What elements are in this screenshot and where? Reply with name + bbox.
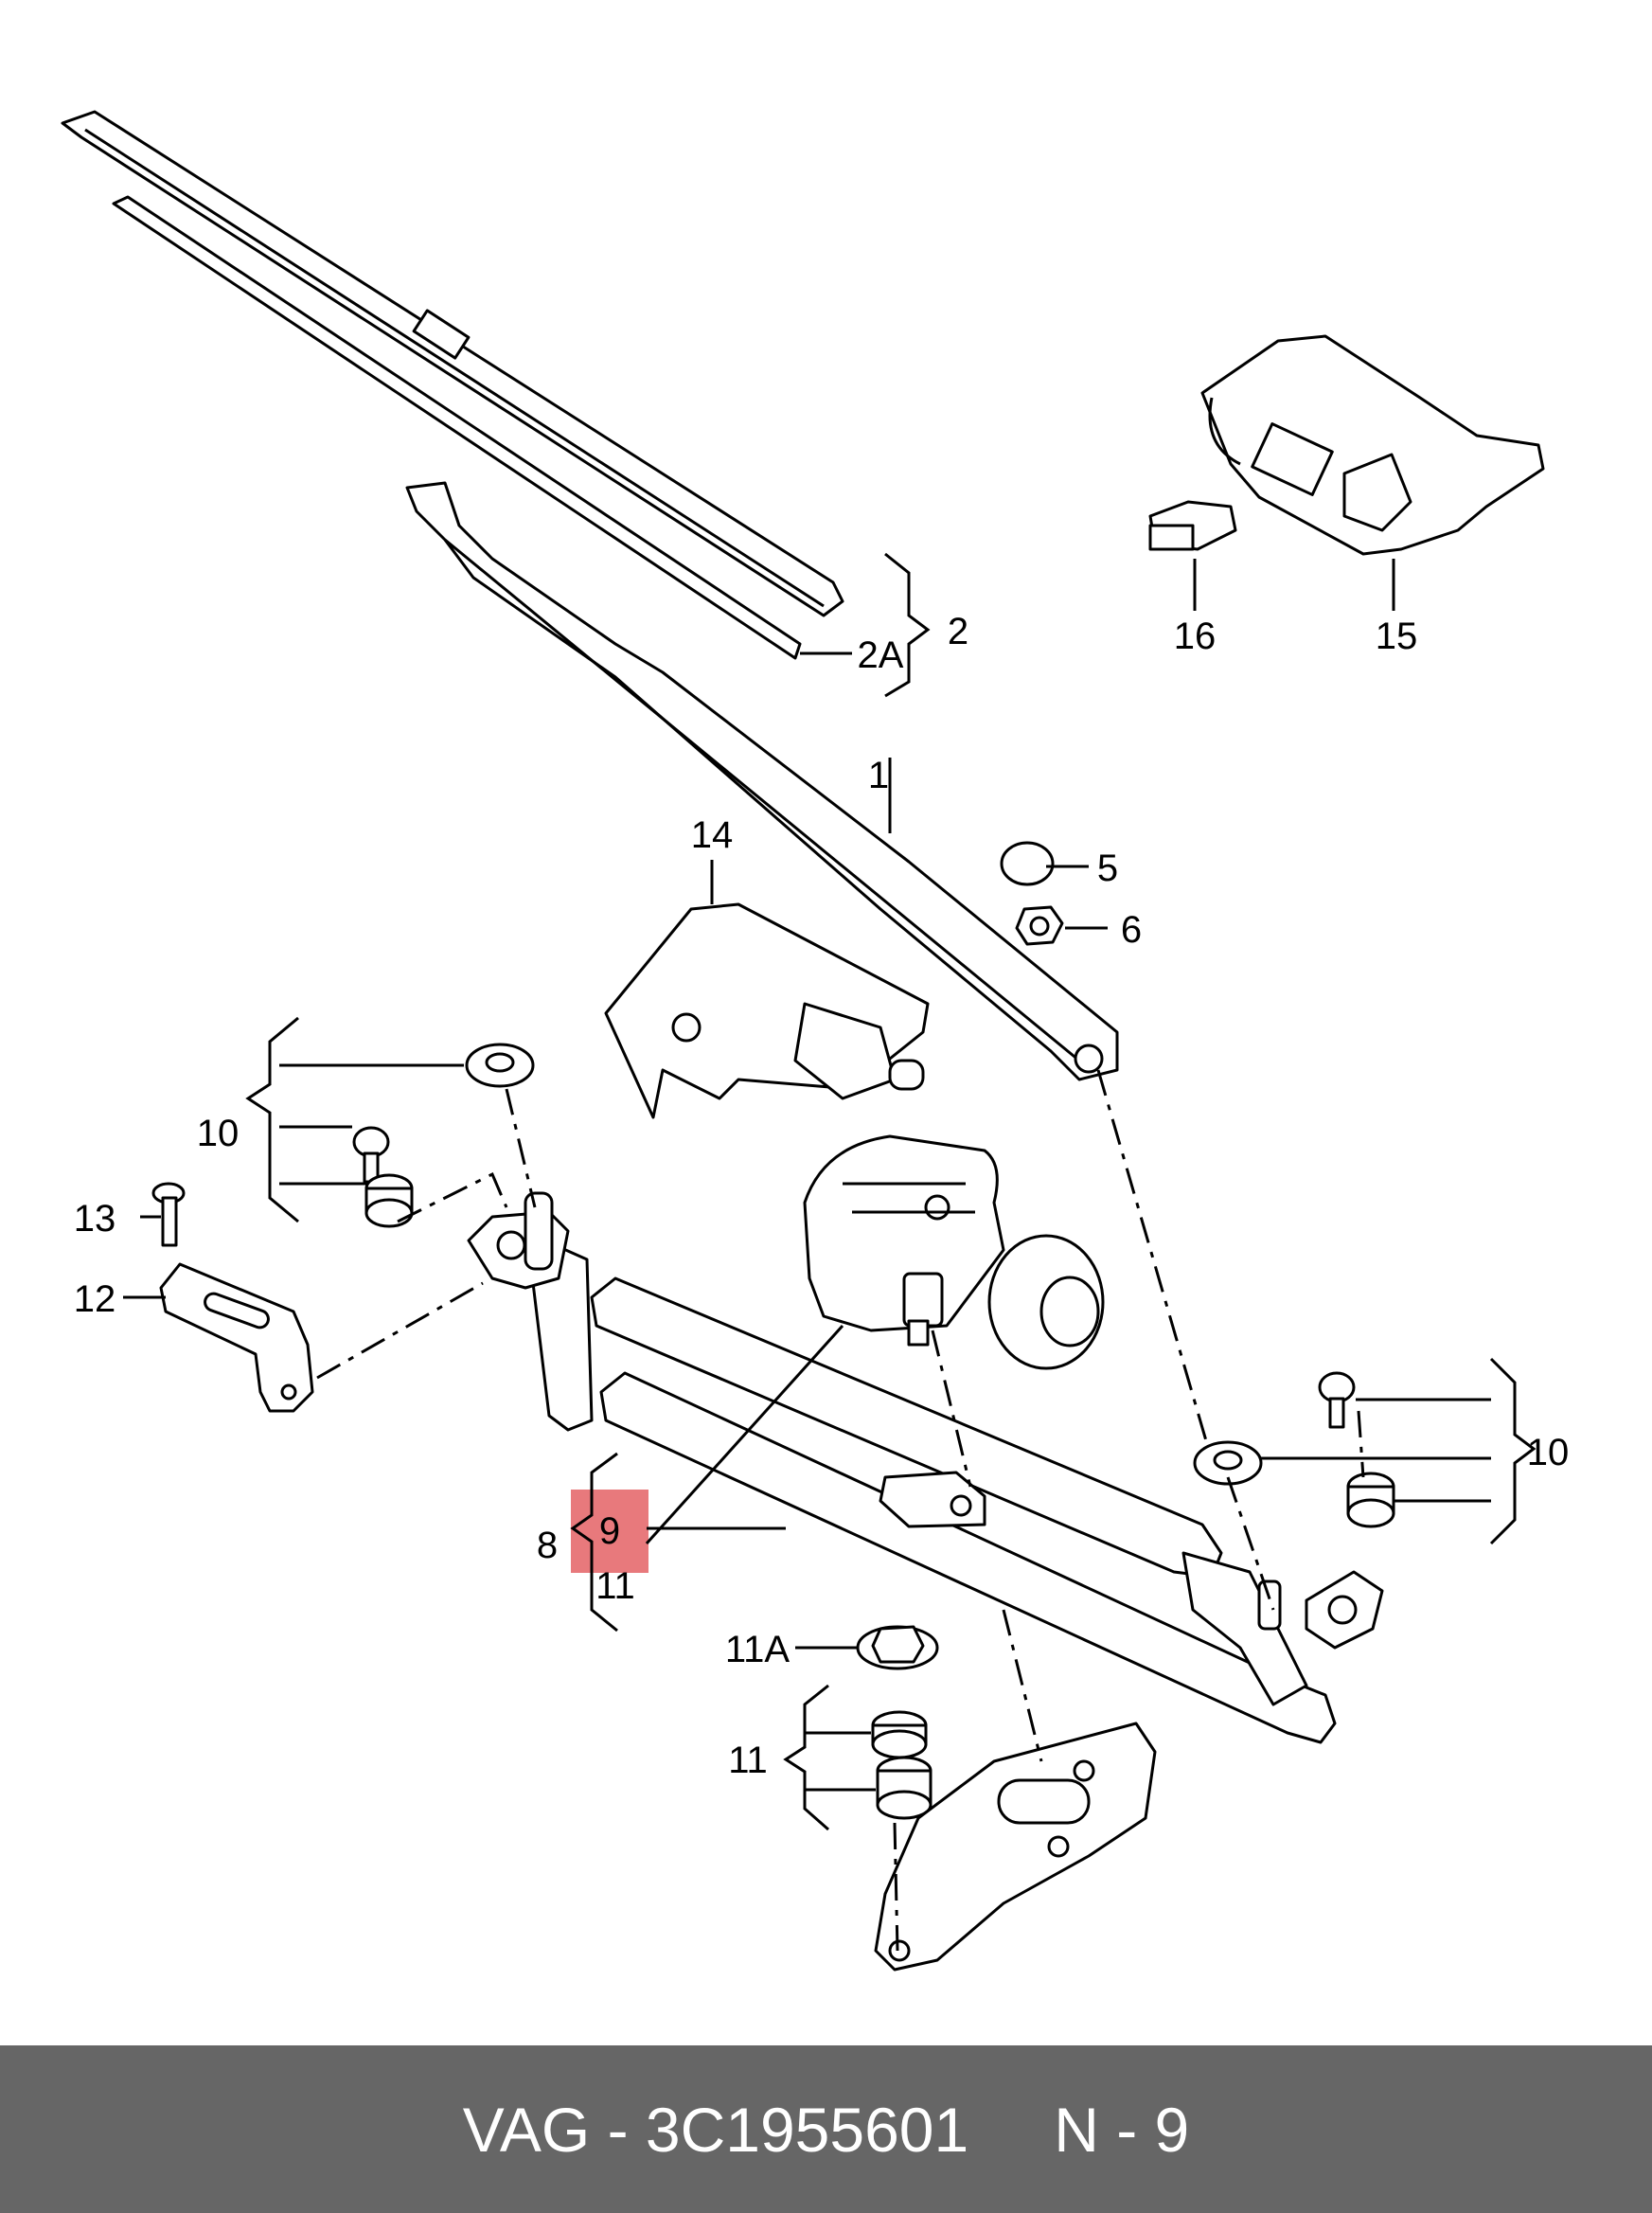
- part-number: VAG - 3C1955601: [462, 2094, 969, 2165]
- callout-6: 6: [1121, 909, 1142, 951]
- assembly-line: [397, 1171, 508, 1223]
- screw: [151, 1182, 186, 1247]
- bushing-lower: [876, 1756, 933, 1820]
- callout-2a: 2A: [858, 634, 904, 676]
- callout-13: 13: [74, 1198, 116, 1240]
- bolt-left: [352, 1126, 390, 1184]
- callout-11: 11: [595, 1565, 635, 1607]
- mounting-bracket: [159, 1262, 314, 1413]
- callout-15: 15: [1376, 616, 1418, 657]
- callout-10-right: 10: [1527, 1432, 1570, 1473]
- callout-10-left: 10: [197, 1113, 240, 1154]
- grommet-right: [1346, 1472, 1395, 1528]
- position-number: N - 9: [1054, 2094, 1190, 2165]
- wiper-motor: [803, 1134, 1105, 1370]
- callout-5: 5: [1097, 848, 1118, 889]
- callout-16: 16: [1174, 616, 1217, 657]
- connector: [1148, 500, 1237, 551]
- assembly-line: [316, 1281, 484, 1380]
- callout-9-highlight: [571, 1490, 648, 1573]
- callout-2: 2: [948, 611, 968, 652]
- callout-12: 12: [74, 1278, 116, 1320]
- assembly-line: [505, 1088, 537, 1208]
- assembly-line: [1226, 1476, 1275, 1611]
- callout-1: 1: [868, 755, 889, 796]
- motor-cover: [604, 902, 930, 1119]
- assembly-line: [1002, 1609, 1043, 1762]
- control-unit: [1200, 334, 1545, 556]
- callout-9: 9: [599, 1510, 620, 1552]
- footer-bar: VAG - 3C1955601 N - 9: [0, 2045, 1652, 2213]
- callout-11-lower: 11: [728, 1740, 768, 1781]
- flange-nut: [856, 1625, 939, 1670]
- callout-11a: 11A: [725, 1629, 790, 1670]
- assembly-line: [893, 1822, 899, 1952]
- assembly-line: [1357, 1410, 1365, 1478]
- exploded-parts-diagram: 1 2 2A 5 6 8 9 10 10 11 11 11A 12 13 14 …: [61, 110, 1570, 1972]
- grommet-left: [364, 1173, 414, 1228]
- assembly-line: [1096, 1069, 1209, 1445]
- wiper-blade: [61, 110, 844, 660]
- wiper-arm: [405, 481, 1119, 1081]
- washer-right: [1193, 1440, 1263, 1486]
- leader-lines: [123, 559, 1491, 1792]
- bolt-right: [1318, 1371, 1356, 1429]
- washer-left: [465, 1043, 535, 1088]
- washer-left-hole: [485, 1052, 515, 1073]
- cap: [1000, 841, 1055, 886]
- hex-nut: [1015, 905, 1064, 946]
- callout-8: 8: [537, 1525, 558, 1566]
- bushing-upper: [871, 1710, 928, 1759]
- callout-braces: [245, 552, 1537, 1831]
- callout-14: 14: [691, 814, 734, 856]
- wiper-linkage-frame: [467, 1191, 1384, 1744]
- washer-right-hole: [1213, 1450, 1243, 1471]
- mounting-plate: [874, 1722, 1157, 1972]
